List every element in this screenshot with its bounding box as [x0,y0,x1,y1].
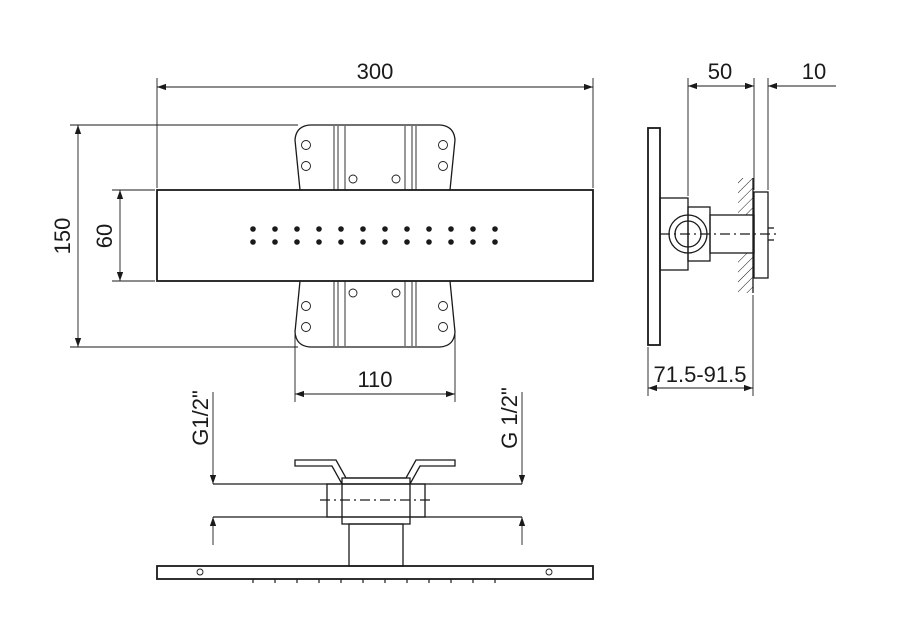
thread-dimension-left: G1/2" [188,390,217,545]
shower-plate-front [156,189,594,282]
nozzle-stubs [252,579,496,583]
thread-right-label: G 1/2" [497,387,522,449]
dim-110-label: 110 [357,367,392,392]
wall-hatch-bottom [738,253,753,293]
dim-50-label: 50 [708,59,732,84]
dim-300-label: 300 [357,59,394,84]
side-view: 50 10 71.5-91.5 [647,59,836,396]
dimension-10: 10 [740,59,836,190]
wall-hatch-top [738,178,753,215]
dim-10-label: 10 [802,59,826,84]
bottom-view: G1/2" G 1/2" [156,387,594,583]
dimension-300: 300 [156,59,594,188]
dimension-60: 60 [92,189,155,282]
dimension-71-5-91-5: 71.5-91.5 [647,295,754,396]
dimension-150: 150 [50,124,298,348]
nozzle-grid [250,226,498,245]
dim-60-label: 60 [92,224,117,248]
dim-150-label: 150 [50,218,75,255]
front-view: 300 150 60 110 [50,59,594,402]
shower-plate-side [647,127,661,346]
thread-dimension-right: G 1/2" [497,387,526,545]
thread-left-label: G1/2" [188,390,213,446]
shower-plate-bottom [156,565,594,580]
bottom-bracket [294,280,456,348]
dim-range-label: 71.5-91.5 [654,362,747,387]
top-bracket [294,124,456,191]
dimension-50: 50 [687,59,755,196]
dimension-110: 110 [294,334,456,402]
